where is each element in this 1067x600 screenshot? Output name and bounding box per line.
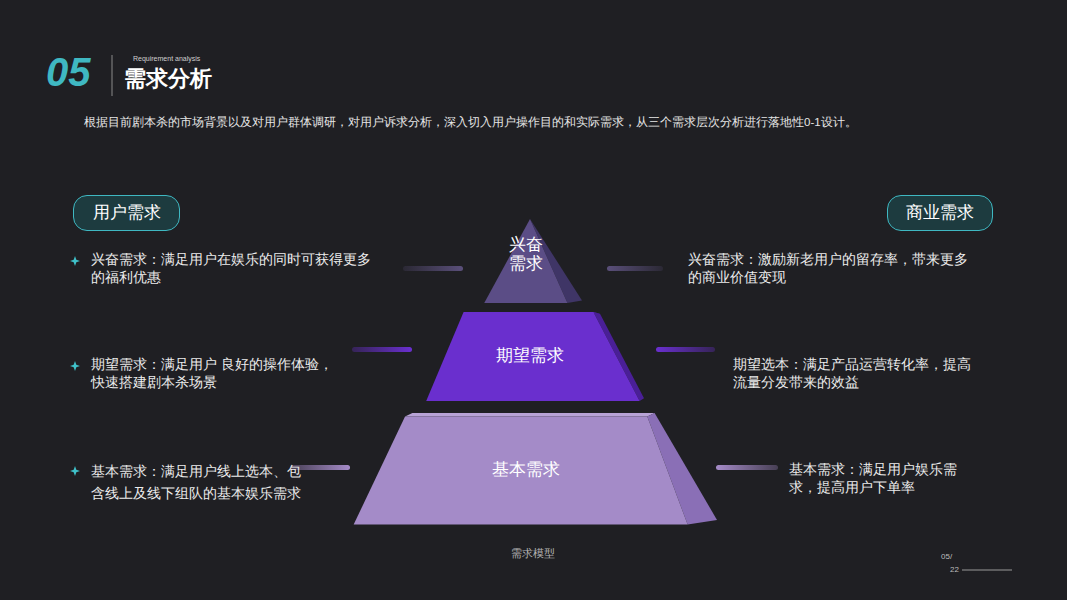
pyramid-level: 期望需求 [424,312,644,401]
page-number: 05/ [941,552,952,562]
level-label: 兴奋 需求 [506,236,546,273]
bullet-star [70,361,80,371]
divider-line [112,55,113,96]
leader-bar [352,347,412,352]
user-need-text: 期望需求：满足用户 良好的操作体验，快速搭建剧本杀场景 [91,356,336,392]
business-need-text: 兴奋需求：激励新老用户的留存率，带来更多的商业价值变现 [688,251,978,287]
bullet-stars [70,256,80,476]
pyramid-front-face [484,219,567,303]
user-need-text: 兴奋需求：满足用户在娱乐的同时可获得更多的福利优惠 [91,251,381,287]
pill-label: 商业需求 [906,203,974,223]
slide-title: 需求分析 [124,64,212,94]
intro-text: 根据目前剧本杀的市场背景以及对用户群体调研，对用户诉求分析，深入切入用户操作目的… [84,116,857,130]
leader-bar [656,347,715,352]
leader-bar [403,266,463,271]
pyramid-top-face [405,413,655,416]
bullet-star [70,466,80,476]
pyramid-level: 兴奋 需求 [478,219,582,303]
leader-bar [716,465,778,470]
figure-caption: 需求模型 [483,546,583,561]
leader-bar [607,266,663,271]
section-subtitle: Requirement analysis [133,55,200,63]
category-pill: 商业需求 [887,195,993,231]
page-rule [962,570,1012,571]
bullet-star [70,256,80,266]
page-total: 22 [950,565,959,575]
user-need-text: 基本需求：满足用户线上选本、包含线上及线下组队的基本娱乐需求 [91,461,301,504]
business-need-text: 期望选本：满足产品运营转化率，提高流量分发带来的效益 [733,356,978,392]
pyramid-front-face [354,416,688,524]
category-pill: 用户需求 [73,195,180,231]
section-number: 05 [46,48,91,96]
level-label: 期望需求 [496,347,564,366]
business-need-text: 基本需求：满足用户娱乐需求，提高用户下单率 [789,461,984,497]
pyramid-level: 基本需求 [350,413,717,528]
pill-label: 用户需求 [93,203,161,223]
level-label: 基本需求 [492,461,560,480]
pyramid-front-face [426,312,639,401]
